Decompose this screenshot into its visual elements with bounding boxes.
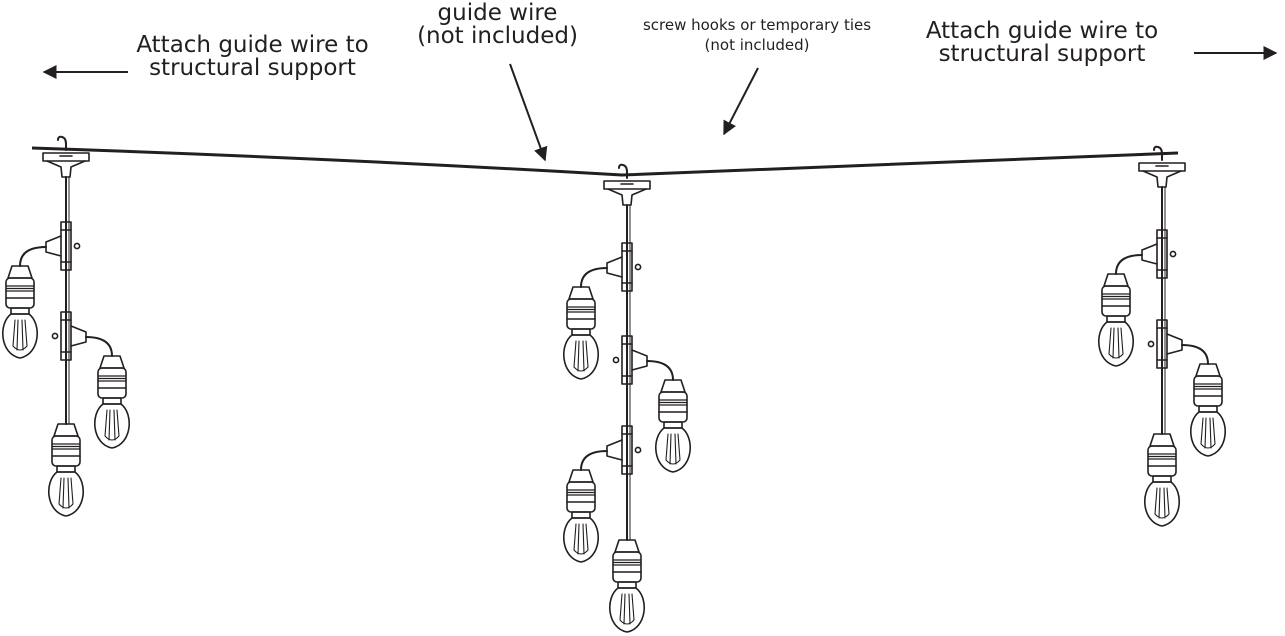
edison-bulb-icon (655, 379, 691, 473)
guide-wire-line-2: (not included) (417, 23, 578, 50)
edison-bulb-icon (609, 539, 645, 633)
edison-bulb-icon (563, 286, 599, 380)
s-hook-icon (57, 135, 67, 151)
edison-bulb-icon (563, 469, 599, 563)
guide-wire-line-1: guide wire (437, 0, 558, 26)
edison-bulb-icon (2, 265, 38, 359)
edison-bulb-icon (1190, 363, 1226, 457)
edison-bulb-icon (48, 423, 84, 517)
arrow-screw-hooks-icon (723, 67, 759, 136)
t-bracket (42, 152, 90, 178)
attach-right-label: Attach guide wire to structural support (918, 18, 1166, 68)
screw-hooks-line-1: screw hooks or temporary ties (642, 16, 872, 34)
t-bracket (1138, 162, 1186, 188)
edison-bulb-icon (94, 355, 130, 449)
edison-bulb-icon (1098, 273, 1134, 367)
screw-hooks-line-2: (not included) (704, 35, 810, 54)
s-hook-icon (1153, 145, 1163, 161)
arrow-guide-wire-icon (509, 63, 548, 162)
attach-left-line-1: Attach guide wire to (136, 32, 369, 58)
attach-right-line-2: structural support (938, 41, 1146, 68)
screw-hooks-label: screw hooks or temporary ties (not inclu… (618, 16, 896, 55)
edison-bulb-icon (1144, 433, 1180, 527)
attach-right-line-1: Attach guide wire to (925, 18, 1159, 44)
attach-left-label: Attach guide wire to structural support (130, 32, 375, 82)
t-socket-icon (606, 425, 642, 475)
t-socket-icon (1141, 229, 1177, 279)
t-socket-icon (606, 242, 642, 292)
t-socket-icon (45, 221, 81, 271)
guide-wire (31, 146, 1179, 177)
t-socket-icon (1147, 319, 1183, 369)
light-assemblies (2, 135, 1226, 633)
attach-left-line-2: structural support (149, 55, 356, 82)
guide-wire-label: guide wire (not included) (410, 0, 585, 50)
s-hook-icon (618, 163, 628, 179)
t-bracket (603, 180, 651, 206)
